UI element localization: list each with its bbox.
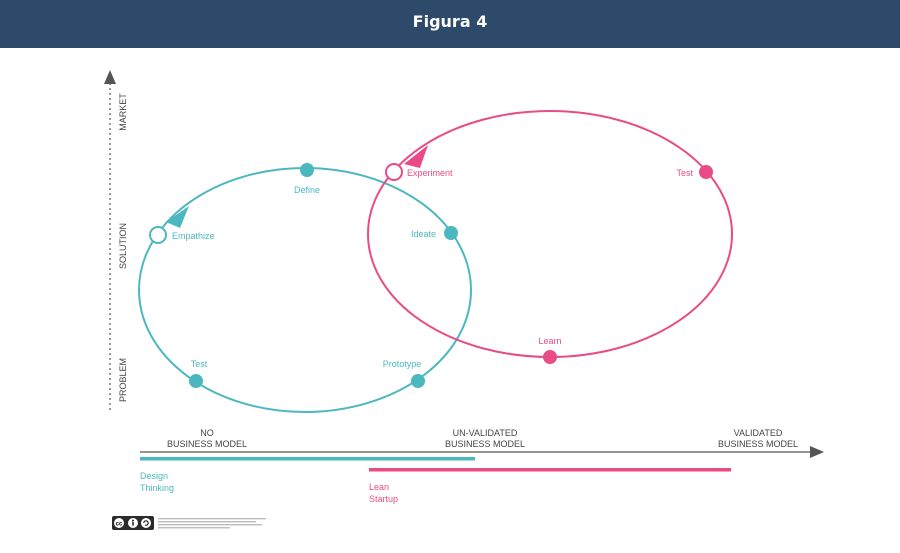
y-label-solution: SOLUTION [118, 223, 128, 269]
y-label-market: MARKET [118, 93, 128, 131]
diagram-canvas: MARKET SOLUTION PROBLEM Empathize Define… [0, 48, 900, 548]
node-define [300, 163, 314, 177]
y-label-problem: PROBLEM [118, 358, 128, 402]
figure-title: Figura 4 [412, 12, 488, 31]
node-empathize [149, 226, 167, 244]
label-learn: Learn [538, 336, 561, 346]
x-label-no-1: NO [200, 428, 214, 438]
label-define: Define [294, 185, 320, 195]
design-thinking-label-2: Thinking [140, 483, 174, 493]
label-prototype: Prototype [383, 359, 422, 369]
lean-startup-label-2: Startup [369, 494, 398, 504]
node-experiment [385, 163, 403, 181]
lean-startup-bar [369, 468, 731, 472]
design-thinking-arrow-icon [166, 206, 189, 228]
node-ideate [444, 226, 458, 240]
x-axis-arrow-icon [810, 446, 824, 458]
header-bar: Figura 4 [0, 0, 900, 48]
label-empathize: Empathize [172, 231, 215, 241]
label-test-dt: Test [191, 359, 208, 369]
node-test-dt [189, 374, 203, 388]
diagram-svg: MARKET SOLUTION PROBLEM Empathize Define… [104, 70, 824, 504]
label-experiment: Experiment [407, 168, 453, 178]
x-label-unvalidated-1: UN-VALIDATED [453, 428, 518, 438]
label-test-ls: Test [676, 168, 693, 178]
node-prototype [411, 374, 425, 388]
lean-startup-arrow-icon [404, 145, 428, 168]
lean-startup-label-1: Lean [369, 482, 389, 492]
x-label-validated-1: VALIDATED [734, 428, 783, 438]
x-label-no-2: BUSINESS MODEL [167, 439, 247, 449]
x-label-validated-2: BUSINESS MODEL [718, 439, 798, 449]
node-test-ls [699, 165, 713, 179]
y-axis-arrow-icon [104, 70, 116, 84]
cc-license-badge: cc [112, 516, 272, 530]
cc-by-sa-icon: cc [112, 516, 266, 530]
design-thinking-label-1: Design [140, 471, 168, 481]
svg-text:cc: cc [116, 521, 123, 527]
node-learn [543, 350, 557, 364]
x-label-unvalidated-2: BUSINESS MODEL [445, 439, 525, 449]
design-thinking-bar [140, 457, 475, 461]
label-ideate: Ideate [411, 229, 436, 239]
